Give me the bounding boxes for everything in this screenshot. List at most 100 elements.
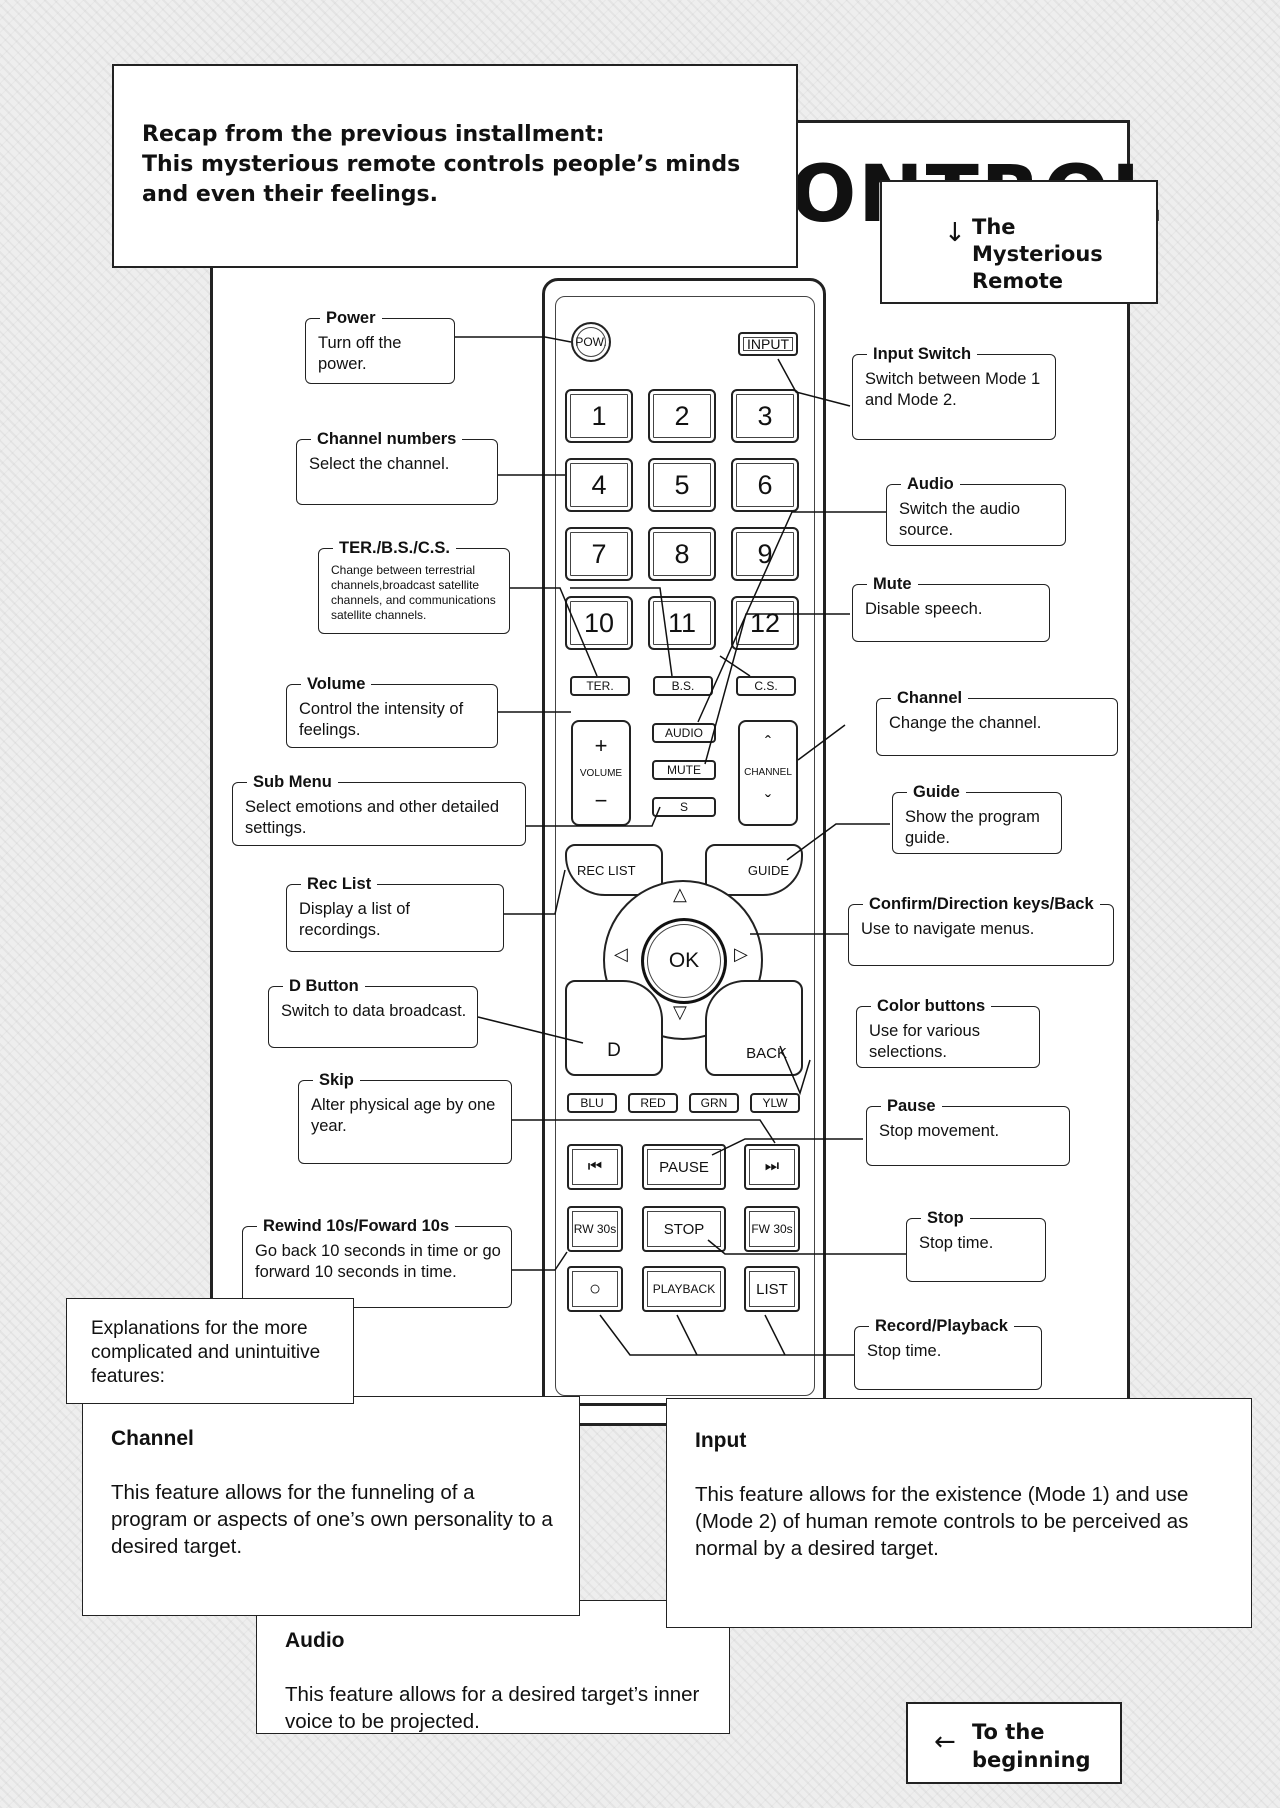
recap-line-2: This mysterious remote controls people’s… — [142, 152, 741, 207]
callout-record-playback-body: Stop time. — [867, 1342, 942, 1360]
to-beginning-link[interactable]: ← To the beginning — [906, 1702, 1122, 1784]
number-button-7[interactable]: 7 — [565, 527, 633, 581]
callout-confirm: Confirm/Direction keys/Back Use to navig… — [848, 894, 1114, 966]
callout-volume: Volume Control the intensity of feelings… — [286, 674, 498, 748]
red-button[interactable]: RED — [628, 1093, 678, 1113]
number-button-9[interactable]: 9 — [731, 527, 799, 581]
number-button-8[interactable]: 8 — [648, 527, 716, 581]
callout-rec-list-body: Display a list of recordings. — [299, 900, 410, 939]
mysterious-remote-label: ↓ The Mysterious Remote — [880, 180, 1158, 304]
callout-audio: Audio Switch the audio source. — [886, 474, 1066, 546]
callout-confirm-body: Use to navigate menus. — [861, 920, 1035, 938]
callout-audio-body: Switch the audio source. — [899, 500, 1021, 539]
recap-box: Recap from the previous installment: Thi… — [112, 64, 798, 268]
explanation-audio-title: Audio — [285, 1629, 345, 1652]
back-button[interactable]: BACK — [705, 980, 803, 1076]
stop-button[interactable]: STOP — [642, 1206, 726, 1252]
forward-button[interactable]: FW 30s — [744, 1206, 800, 1252]
sub-menu-button[interactable]: S — [652, 797, 716, 817]
number-button-2[interactable]: 2 — [648, 389, 716, 443]
number-button-10[interactable]: 10 — [565, 596, 633, 650]
callout-channel-numbers-body: Select the channel. — [309, 455, 450, 473]
input-button[interactable]: INPUT — [738, 332, 798, 356]
callout-mute: Mute Disable speech. — [852, 574, 1050, 642]
skip-back-button[interactable]: ⏮ — [567, 1144, 623, 1190]
callout-rec-list: Rec List Display a list of recordings. — [286, 874, 504, 952]
callout-rewind-body: Go back 10 seconds in time or go forward… — [255, 1242, 501, 1281]
volume-rocker[interactable]: + VOLUME − — [571, 720, 631, 826]
mute-button[interactable]: MUTE — [652, 760, 716, 780]
callout-channel: Channel Change the channel. — [876, 688, 1118, 756]
ter-button[interactable]: TER. — [570, 676, 630, 696]
power-button[interactable]: POW. — [571, 322, 611, 362]
up-arrow-icon[interactable]: △ — [673, 884, 687, 904]
number-button-1[interactable]: 1 — [565, 389, 633, 443]
record-button[interactable]: ○ — [567, 1266, 623, 1312]
explanation-channel-title: Channel — [111, 1427, 194, 1450]
callout-volume-body: Control the intensity of feelings. — [299, 700, 464, 739]
playback-button[interactable]: PLAYBACK — [642, 1266, 726, 1312]
right-arrow-icon[interactable]: ▷ — [734, 944, 748, 964]
callout-pause: Pause Stop movement. — [866, 1096, 1070, 1166]
recap-line-1: Recap from the previous installment: — [142, 122, 605, 147]
callout-skip: Skip Alter physical age by one year. — [298, 1070, 512, 1164]
callout-color-buttons-title: Color buttons — [871, 996, 992, 1016]
callout-ter-bs-cs-body: Change between terrestrial channels,broa… — [331, 563, 496, 622]
d-button[interactable]: D — [565, 980, 663, 1076]
number-button-5[interactable]: 5 — [648, 458, 716, 512]
callout-sub-menu-title: Sub Menu — [247, 772, 338, 792]
down-arrow-icon[interactable]: ▽ — [673, 1002, 687, 1022]
callout-color-buttons-body: Use for various selections. — [869, 1022, 980, 1061]
green-button[interactable]: GRN — [689, 1093, 739, 1113]
channel-rocker[interactable]: ˆ CHANNEL ˇ — [738, 720, 798, 826]
cs-button[interactable]: C.S. — [736, 676, 796, 696]
pause-button[interactable]: PAUSE — [642, 1144, 726, 1190]
callout-sub-menu-body: Select emotions and other detailed setti… — [245, 798, 500, 837]
callout-channel-numbers-title: Channel numbers — [311, 429, 463, 449]
ok-button[interactable]: OK — [641, 918, 727, 1004]
to-beginning-label: To the beginning — [972, 1720, 1091, 1772]
callout-record-playback-title: Record/Playback — [869, 1316, 1014, 1336]
callout-d-button-title: D Button — [283, 976, 365, 996]
number-button-11[interactable]: 11 — [648, 596, 716, 650]
callout-pause-body: Stop movement. — [879, 1122, 1000, 1140]
rewind-button[interactable]: RW 30s — [567, 1206, 623, 1252]
bs-button[interactable]: B.S. — [653, 676, 713, 696]
number-button-3[interactable]: 3 — [731, 389, 799, 443]
callout-stop-title: Stop — [921, 1208, 970, 1228]
callout-guide-title: Guide — [907, 782, 966, 802]
callout-sub-menu: Sub Menu Select emotions and other detai… — [232, 772, 526, 846]
callout-rewind: Rewind 10s/Foward 10s Go back 10 seconds… — [242, 1216, 512, 1308]
list-button[interactable]: LIST — [744, 1266, 800, 1312]
volume-minus: − — [594, 787, 608, 813]
callout-record-playback: Record/Playback Stop time. — [854, 1316, 1042, 1390]
callout-channel-numbers: Channel numbers Select the channel. — [296, 429, 498, 505]
skip-forward-button[interactable]: ⏭ — [744, 1144, 800, 1190]
explanation-channel-body: This feature allows for the funneling of… — [111, 1481, 553, 1558]
callout-d-button-body: Switch to data broadcast. — [281, 1002, 467, 1020]
volume-label: VOLUME — [579, 767, 623, 779]
callout-confirm-title: Confirm/Direction keys/Back — [863, 894, 1100, 914]
callout-ter-bs-cs: TER./B.S./C.S. Change between terrestria… — [318, 538, 510, 634]
channel-up-icon: ˆ — [765, 732, 771, 753]
callout-rec-list-title: Rec List — [301, 874, 378, 894]
callout-stop: Stop Stop time. — [906, 1208, 1046, 1282]
callout-volume-title: Volume — [301, 674, 372, 694]
yellow-button[interactable]: YLW — [750, 1093, 800, 1113]
audio-button[interactable]: AUDIO — [652, 723, 716, 743]
number-button-6[interactable]: 6 — [731, 458, 799, 512]
callout-channel-body: Change the channel. — [889, 714, 1042, 732]
explanation-input: Input This feature allows for the existe… — [666, 1398, 1252, 1628]
channel-label: CHANNEL — [744, 767, 792, 779]
callout-power-body: Turn off the power. — [318, 334, 402, 373]
callout-ter-bs-cs-title: TER./B.S./C.S. — [333, 538, 456, 558]
callout-pause-title: Pause — [881, 1096, 942, 1116]
left-arrow-icon[interactable]: ◁ — [614, 944, 628, 964]
callout-skip-body: Alter physical age by one year. — [311, 1096, 496, 1135]
number-button-12[interactable]: 12 — [731, 596, 799, 650]
explanation-input-body: This feature allows for the existence (M… — [695, 1483, 1189, 1560]
number-button-4[interactable]: 4 — [565, 458, 633, 512]
blue-button[interactable]: BLU — [567, 1093, 617, 1113]
callout-power-title: Power — [320, 308, 382, 328]
callout-input-switch-body: Switch between Mode 1 and Mode 2. — [865, 370, 1041, 409]
